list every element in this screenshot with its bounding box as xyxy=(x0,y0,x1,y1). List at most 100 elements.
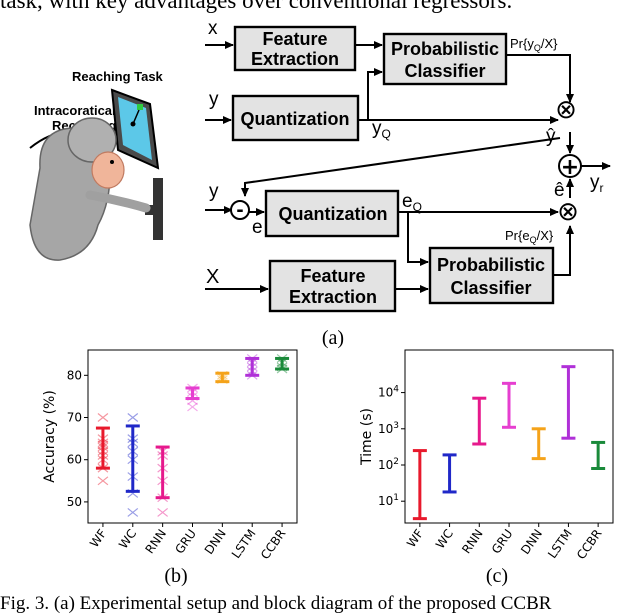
wire-pr-yq-to-mult xyxy=(506,54,574,103)
subtractor-circle xyxy=(230,200,250,220)
y-tick-label: 60 xyxy=(67,453,82,467)
y-tick-label: 102 xyxy=(378,457,399,472)
signal-x-top: x xyxy=(208,18,218,39)
monitor-screen xyxy=(118,97,152,160)
y-tick-label: 101 xyxy=(378,493,399,508)
panel-label-a: (a) xyxy=(322,327,344,349)
data-point-wf xyxy=(97,455,109,465)
data-point-rnn xyxy=(157,493,169,503)
signal-y-bottom: y xyxy=(209,181,219,202)
quant-top-label: Quantization xyxy=(241,109,350,129)
wire-yq-to-classifier xyxy=(358,68,383,121)
data-point-rnn xyxy=(157,476,169,486)
data-point-ccbr xyxy=(276,358,288,368)
y-tick-label: 70 xyxy=(67,411,82,425)
multiply-op-bottom: ⊗ xyxy=(557,197,579,227)
fe-bottom-label-1: Feature xyxy=(300,266,365,286)
x-tick-label-rnn: RNN xyxy=(459,527,486,557)
subtractor-op: - xyxy=(236,200,243,221)
data-point-wf xyxy=(97,476,109,486)
data-point-wf xyxy=(97,440,109,450)
label-pr-yq: Pr{yQ/X} xyxy=(510,36,558,53)
data-point-lstm xyxy=(246,358,258,368)
data-point-ccbr xyxy=(276,364,288,374)
panel-label-b: (b) xyxy=(164,565,187,587)
monkey-setup-illustration: Reaching Task Intracoratical Recording xyxy=(29,69,164,261)
data-point-wc xyxy=(127,488,139,498)
signal-ehat: ê xyxy=(554,180,565,201)
x-tick-label-ccbr: CCBR xyxy=(574,527,605,562)
y-tick-label: 104 xyxy=(378,385,399,400)
wire-pr-eq-to-mult xyxy=(553,225,574,276)
plot-frame xyxy=(404,349,614,524)
monkey-head xyxy=(67,117,117,163)
signal-X-bottom: X xyxy=(206,266,219,288)
setup-title: Reaching Task xyxy=(72,69,164,84)
x-tick-label-wc: WC xyxy=(433,527,456,552)
data-point-wf xyxy=(97,446,109,456)
monkey-eye xyxy=(110,160,114,164)
probabilistic-classifier-block-bottom xyxy=(428,246,555,305)
fe-bottom-label-2: Extraction xyxy=(289,287,377,307)
data-point-rnn xyxy=(157,451,169,460)
quantization-block-top xyxy=(231,94,360,142)
pc-bottom-label-2: Classifier xyxy=(450,278,531,298)
wire-feedback-to-subtractor xyxy=(241,137,561,197)
x-tick-label-gru: GRU xyxy=(489,527,516,557)
data-point-dnn xyxy=(216,370,228,380)
data-point-wc xyxy=(127,455,139,465)
signal-yr: yr xyxy=(590,172,604,195)
data-point-gru xyxy=(187,383,198,393)
recording-label-1: Intracoratical xyxy=(34,103,116,118)
data-point-wf xyxy=(97,434,109,444)
data-point-dnn xyxy=(216,375,228,385)
data-point-dnn xyxy=(216,372,228,382)
fe-top-label-2: Extraction xyxy=(251,49,339,69)
data-point-wc xyxy=(127,434,139,444)
signal-e: e xyxy=(252,217,263,238)
data-point-gru xyxy=(187,396,198,406)
data-point-wc xyxy=(127,413,139,422)
data-point-rnn xyxy=(157,446,169,456)
feature-extraction-block-bottom xyxy=(268,259,397,313)
wire-eq-to-classifier xyxy=(407,212,429,266)
data-point-gru xyxy=(187,391,198,401)
y-tick-label: 80 xyxy=(67,368,82,382)
adder-op: + xyxy=(561,155,579,180)
y-tick-label: 103 xyxy=(378,421,399,436)
data-point-wf xyxy=(97,451,109,460)
feature-extraction-block-top xyxy=(233,25,357,72)
quantization-block-bottom xyxy=(264,189,400,238)
x-tick-label-lstm: LSTM xyxy=(545,527,575,561)
target-dot xyxy=(137,104,143,110)
data-point-wc xyxy=(127,438,139,448)
cursor-dot xyxy=(130,121,136,127)
probabilistic-classifier-block-top xyxy=(382,32,508,86)
fe-top-label-1: Feature xyxy=(262,29,327,49)
data-point-lstm xyxy=(246,353,258,363)
cursor-line xyxy=(132,109,140,125)
panel-label-c: (c) xyxy=(486,565,508,587)
quant-bottom-label: Quantization xyxy=(279,204,388,224)
data-point-wf xyxy=(97,463,109,473)
data-point-wc xyxy=(127,446,139,456)
data-point-rnn xyxy=(157,507,169,517)
data-point-ccbr xyxy=(276,362,288,372)
data-point-wf xyxy=(97,442,109,452)
y-tick-label: 50 xyxy=(67,495,82,509)
data-point-lstm xyxy=(246,362,258,372)
data-point-lstm xyxy=(246,366,258,376)
pc-top-label-1: Probabilistic xyxy=(391,39,499,59)
label-pr-eq: Pr{eQ/X} xyxy=(505,228,554,245)
y-axis-label: Accuracy (%) xyxy=(42,390,58,483)
signal-yhat: ŷ xyxy=(546,126,556,147)
monkey-arm xyxy=(85,190,151,213)
caption-top-line: task, with key advantages over conventio… xyxy=(0,0,513,13)
data-point-wc xyxy=(127,507,139,517)
data-point-wf xyxy=(97,413,109,422)
multiply-op-top: ⊗ xyxy=(555,95,577,125)
x-tick-label-dnn: DNN xyxy=(518,527,545,557)
data-point-ccbr xyxy=(276,353,288,363)
